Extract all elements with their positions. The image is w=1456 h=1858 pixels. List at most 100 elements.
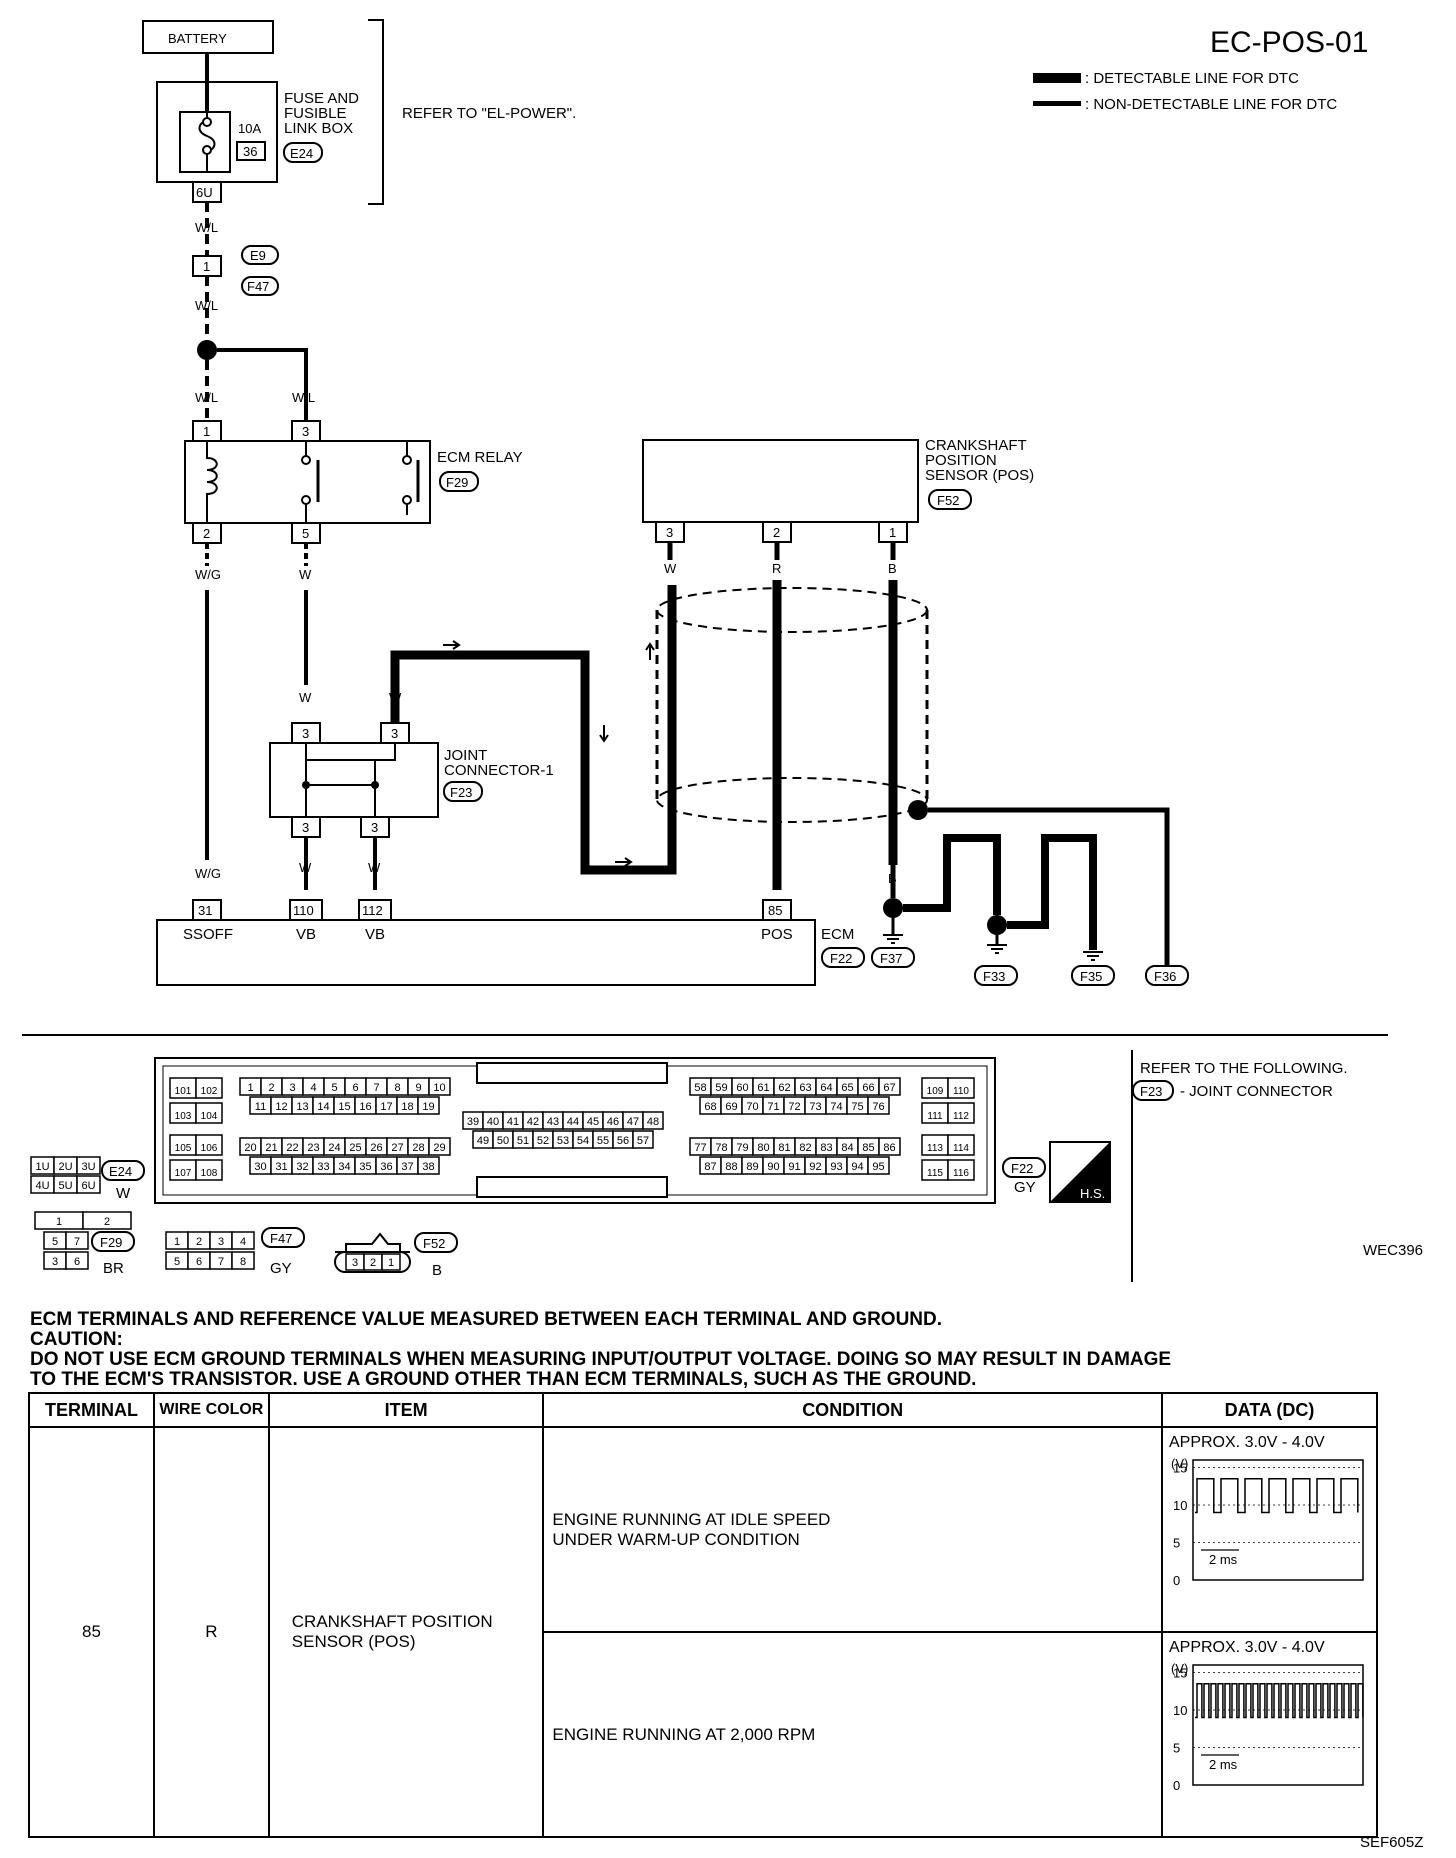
f47-pin: 5	[174, 1256, 180, 1268]
ecm-label: ECM	[821, 926, 854, 943]
f29-pin: 5	[52, 1236, 58, 1248]
ecm-pin: 62	[778, 1082, 790, 1094]
e24-badge	[101, 1160, 145, 1181]
ecm-relay-conn: F29	[446, 475, 468, 490]
ecm-pin: 31	[275, 1161, 287, 1173]
ecm-pin: 75	[851, 1101, 863, 1113]
ecm-pin: 11	[255, 1101, 266, 1113]
condition-2000rpm-line-1: ENGINE RUNNING AT 2,000 RPM	[552, 1724, 816, 1744]
legend-detectable-swatch	[1033, 73, 1081, 83]
ecm-pin-cell	[195, 1159, 223, 1181]
jc-label-2: CONNECTOR-1	[444, 762, 554, 779]
ecm-pin: 41	[507, 1116, 519, 1128]
ecm-pin: 9	[415, 1082, 421, 1094]
ecm-pin: 35	[359, 1161, 371, 1173]
pos-sensor-label-2: POSITION	[925, 452, 997, 469]
ecm-pin: 91	[788, 1161, 800, 1173]
sensor-term-1: 1	[889, 525, 896, 540]
refer-el-power: REFER TO "EL-POWER".	[402, 105, 576, 122]
ecm-conn: F22	[830, 951, 852, 966]
ecm-pin-cell	[195, 1102, 223, 1124]
ecm-pin: 49	[477, 1135, 489, 1147]
ecm-pin: 104	[201, 1111, 218, 1122]
ecm-pin: 56	[617, 1135, 629, 1147]
f47-badge	[261, 1227, 305, 1248]
wire-color-wg-2: W/G	[195, 866, 221, 881]
ecm-pin: 95	[872, 1161, 884, 1173]
ecm-pin: 39	[467, 1116, 479, 1128]
ecm-pin: 54	[577, 1135, 589, 1147]
wire-color-w-2: W	[299, 690, 312, 705]
scope-tick: 10	[1173, 1703, 1187, 1718]
f29-pin: 2	[104, 1216, 110, 1228]
scope-time: 2 ms	[1209, 1757, 1238, 1772]
f29-pin: 6	[74, 1256, 80, 1268]
scope-tick: 5	[1173, 1536, 1180, 1551]
ecm-pin: 113	[927, 1143, 943, 1154]
ecm-pin: 52	[537, 1135, 549, 1147]
ecm-pin-cell	[195, 1134, 223, 1156]
wire-shield-detectable	[390, 585, 677, 875]
cell-item: CRANKSHAFT POSITION SENSOR (POS)	[267, 1426, 545, 1838]
f29-badge-label: F29	[100, 1235, 122, 1250]
scope-unit: (V)	[1171, 1661, 1188, 1676]
ecm-pin: 101	[175, 1086, 192, 1097]
ecm-pin: 71	[767, 1101, 779, 1113]
ecm-term-110-name: VB	[296, 926, 316, 943]
e24-pin: 4U	[35, 1180, 49, 1192]
f47-pin-cell	[231, 1231, 255, 1250]
scope-trace	[1194, 1683, 1364, 1719]
ecm-connector-badge-label: F22	[1011, 1161, 1033, 1176]
ecm-pin: 86	[883, 1142, 895, 1154]
ground-f37: F37	[880, 951, 902, 966]
ecm-pin: 28	[412, 1142, 424, 1154]
refer-joint: - JOINT CONNECTOR	[1180, 1083, 1333, 1100]
splice-point	[197, 340, 217, 360]
ecm-pin: 103	[175, 1111, 192, 1122]
ecm-pin: 82	[799, 1142, 811, 1154]
wire-b-g2	[1007, 834, 1097, 950]
e24-pin: 6U	[81, 1180, 95, 1192]
ecm-term-110: 110	[293, 903, 314, 918]
pos-sensor-conn-badge	[928, 489, 972, 510]
ecm-pin-cell	[428, 1077, 451, 1096]
ecm-pin: 40	[487, 1116, 499, 1128]
item-line-1: CRANKSHAFT POSITION	[291, 1612, 493, 1631]
fuse-number: 36	[243, 144, 257, 159]
refer-following: REFER TO THE FOLLOWING.	[1140, 1060, 1348, 1077]
pos-sensor-label-1: CRANKSHAFT	[925, 437, 1027, 454]
ecm-pin: 66	[862, 1082, 874, 1094]
inline-conn-a: E9	[250, 248, 266, 263]
relay-term-2: 2	[203, 526, 210, 541]
jc-conn: F23	[450, 785, 472, 800]
ecm-pin: 20	[244, 1142, 256, 1154]
ecm-pin: 44	[567, 1116, 579, 1128]
shield-top	[656, 587, 928, 633]
ecm-pin: 51	[517, 1135, 529, 1147]
ground-f36-badge	[1145, 965, 1189, 986]
figure-code: WEC396	[1363, 1242, 1423, 1259]
ecm-term-31-name: SSOFF	[183, 926, 233, 943]
ecm-pin: 42	[527, 1116, 539, 1128]
ecm-pin-cell	[428, 1137, 451, 1156]
ecm-pin: 63	[799, 1082, 811, 1094]
ecm-connector-badge	[1002, 1157, 1046, 1178]
ecm-pin: 32	[296, 1161, 308, 1173]
e24-badge-label: E24	[109, 1164, 132, 1179]
ecm-pin: 64	[820, 1082, 832, 1094]
scope-frame	[1192, 1459, 1364, 1581]
relay-term-5: 5	[302, 526, 309, 541]
ecm-pin: 65	[841, 1082, 853, 1094]
e24-pin: 1U	[35, 1161, 49, 1173]
joint-connector-box	[269, 742, 439, 818]
ecm-relay-conn-badge	[439, 471, 479, 492]
wire-color-b-6: B	[1089, 881, 1098, 896]
pos-sensor-label-3: SENSOR (POS)	[925, 467, 1034, 484]
ecm-pin: 109	[927, 1086, 944, 1097]
e24-color: W	[116, 1185, 131, 1202]
ecm-pin: 29	[433, 1142, 445, 1154]
